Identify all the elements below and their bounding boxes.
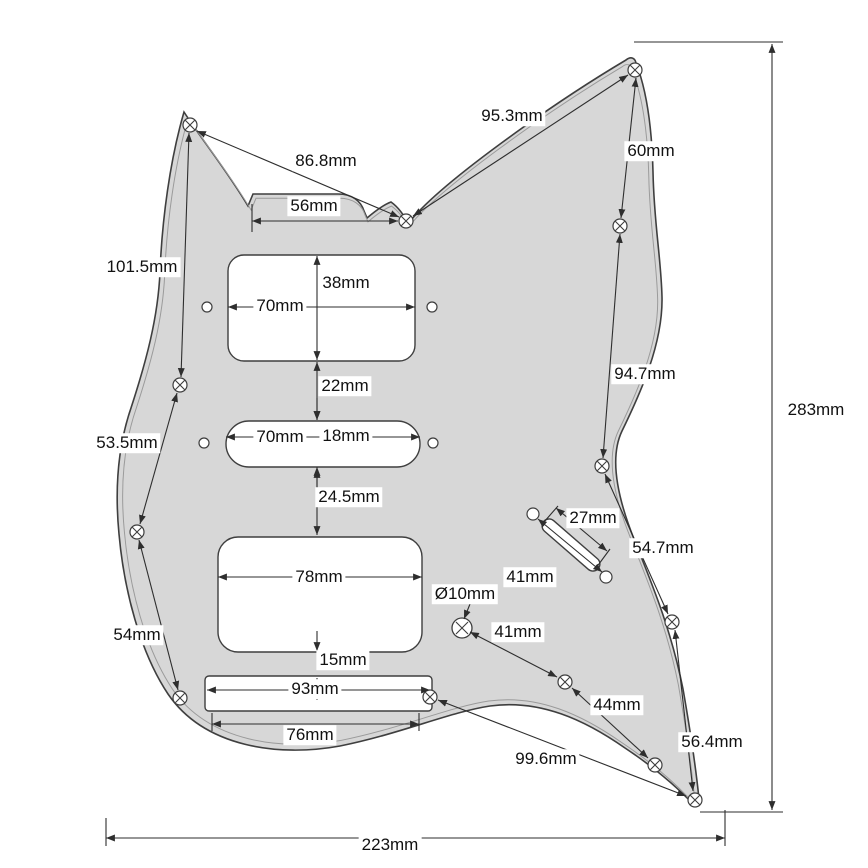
- dimension-label-neck-middle-gap: 22mm: [318, 376, 372, 396]
- bridge-humbucker-cutout: [217, 536, 423, 653]
- dimension-label-right-upper-diagonal: 94.7mm: [611, 364, 679, 384]
- pot-hole: [451, 617, 473, 639]
- dimension-label-overall-height: 283mm: [784, 400, 848, 420]
- dimension-label-right-top-edge: 60mm: [624, 141, 678, 161]
- dimension-label-right-middle-diagonal: 54.7mm: [629, 538, 697, 558]
- dimension-label-left-middle-diagonal: 53.5mm: [93, 433, 161, 453]
- dimension-label-bottom-right-screw-spacing: 44mm: [590, 695, 644, 715]
- dimension-label-bridge-pickup-width: 78mm: [292, 567, 346, 587]
- dimension-label-bottom-cutout-screw-spacing: 76mm: [283, 725, 337, 745]
- dimension-label-left-lower-diagonal: 54mm: [110, 625, 164, 645]
- dimension-label-top-left-diagonal: 86.8mm: [292, 151, 360, 171]
- dimension-label-middle-pickup-height: 18mm: [319, 426, 373, 446]
- dimension-label-bottom-diagonal: 99.6mm: [512, 749, 580, 769]
- dimension-label-top-right-diagonal: 95.3mm: [478, 106, 546, 126]
- dimension-label-neck-pickup-height: 38mm: [319, 273, 373, 293]
- dimension-label-neck-pickup-width: 70mm: [253, 296, 307, 316]
- dimension-label-switch-slot-length: 27mm: [566, 508, 620, 528]
- dimension-label-middle-bridge-gap: 24.5mm: [315, 487, 383, 507]
- dimension-label-pot-hole-diameter: Ø10mm: [431, 584, 499, 604]
- dimension-label-bottom-right-diagonal: 56.4mm: [678, 732, 746, 752]
- dimension-label-bridge-cutout-gap: 15mm: [316, 650, 370, 670]
- dimension-label-bottom-cutout-width: 93mm: [288, 679, 342, 699]
- dimension-label-left-upper-diagonal: 101.5mm: [103, 257, 181, 277]
- dimension-label-overall-width: 223mm: [358, 835, 422, 855]
- dimension-label-neck-pocket-width: 56mm: [287, 196, 341, 216]
- dimension-label-switch-screw-spacing: 41mm: [503, 567, 557, 587]
- dimension-label-pot-to-screw: 41mm: [491, 622, 545, 642]
- dimension-label-middle-pickup-width: 70mm: [253, 427, 307, 447]
